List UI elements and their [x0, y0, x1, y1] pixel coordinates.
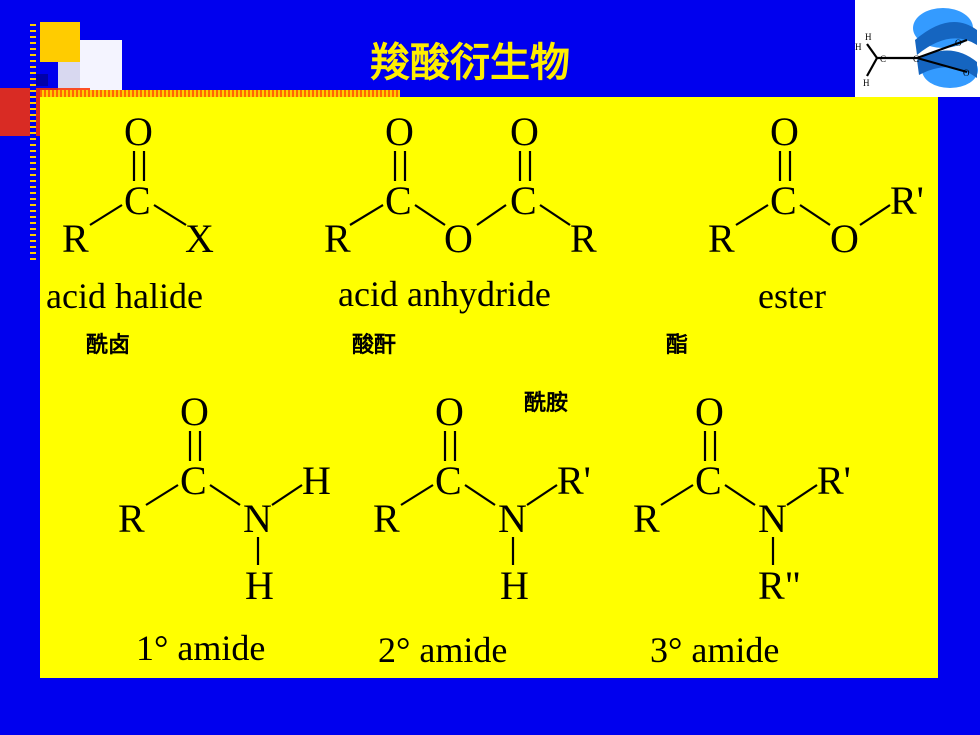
anhydride-o2: O [510, 109, 539, 154]
ester-r: R [708, 216, 735, 261]
deco-square-white [80, 40, 122, 90]
helix-band-2 [917, 50, 977, 78]
amide2-o: O [435, 389, 464, 434]
amide2-r-prime: R' [557, 458, 591, 503]
acid-halide-name: acid halide [46, 276, 203, 316]
molecule-image: H H H C C O O [855, 0, 980, 97]
ester-o: O [770, 109, 799, 154]
deco-left-stripe [30, 20, 36, 260]
tertiary-amide-structure: O C R N R' R" [633, 389, 851, 608]
amide2-n: N [498, 496, 527, 541]
amide2-h: H [500, 563, 529, 608]
acid-halide-chinese-name: 酰卤 [86, 333, 131, 358]
mol-h1: H [865, 32, 872, 42]
anhydride-c2: C [510, 178, 537, 223]
deco-square-grey [58, 62, 80, 90]
amide3-r-double-prime: R" [758, 563, 801, 608]
tertiary-amide-name: 3° amide [650, 630, 780, 670]
ester-r-prime: R' [890, 178, 924, 223]
amide2-r: R [373, 496, 400, 541]
amide3-o: O [695, 389, 724, 434]
ester-structure: O C R O R' [708, 109, 924, 261]
acid-halide-r: R [62, 216, 89, 261]
amide3-n: N [758, 496, 787, 541]
anhydride-c1: C [385, 178, 412, 223]
anhydride-r2: R [570, 216, 597, 261]
acid-halide-structure: O C R X [62, 109, 214, 261]
ester-c: C [770, 178, 797, 223]
mol-o1: O [955, 38, 962, 48]
deco-square-blue [36, 74, 48, 86]
ester-chinese-name: 酯 [666, 333, 689, 358]
anhydride-o-bridge: O [444, 216, 473, 261]
amide1-c: C [180, 458, 207, 503]
mol-h2: H [855, 42, 862, 52]
acid-halide-x: X [185, 216, 214, 261]
deco-stripes [40, 90, 400, 98]
acid-anhydride-name: acid anhydride [338, 274, 551, 314]
secondary-amide-structure: O C R N R' H [373, 389, 591, 608]
mol-c2: C [913, 54, 919, 64]
acid-halide-c: C [124, 178, 151, 223]
primary-amide-name: 1° amide [136, 628, 266, 668]
amide3-r-prime: R' [817, 458, 851, 503]
acid-halide-o: O [124, 109, 153, 154]
anhydride-o1: O [385, 109, 414, 154]
ester-name: ester [758, 276, 826, 316]
mol-h3: H [863, 78, 870, 88]
acid-anhydride-structure: O O C C R O R [324, 109, 597, 261]
primary-amide-structure: O C R N H H [118, 389, 331, 608]
slide-title: 羧酸衍生物 [370, 40, 570, 86]
secondary-amide-name: 2° amide [378, 630, 508, 670]
ester-o-link: O [830, 216, 859, 261]
amide1-n: N [243, 496, 272, 541]
amide1-h1: H [302, 458, 331, 503]
amide3-r: R [633, 496, 660, 541]
deco-square-yellow [40, 22, 80, 62]
mol-c1: C [880, 54, 886, 64]
anhydride-r1: R [324, 216, 351, 261]
amide2-c: C [435, 458, 462, 503]
helix-band [915, 22, 977, 55]
amide3-c: C [695, 458, 722, 503]
amide1-r: R [118, 496, 145, 541]
acid-anhydride-chinese-name: 酸酐 [352, 333, 397, 358]
amide1-h2: H [245, 563, 274, 608]
content-panel: O C R X O O C C R O R [40, 97, 938, 678]
amide-group-label: 酰胺 [524, 391, 569, 416]
mol-o2: O [963, 68, 970, 78]
acid-halide-bond-r [89, 204, 123, 226]
amide1-o: O [180, 389, 209, 434]
acid-halide-bond-x [153, 204, 187, 226]
